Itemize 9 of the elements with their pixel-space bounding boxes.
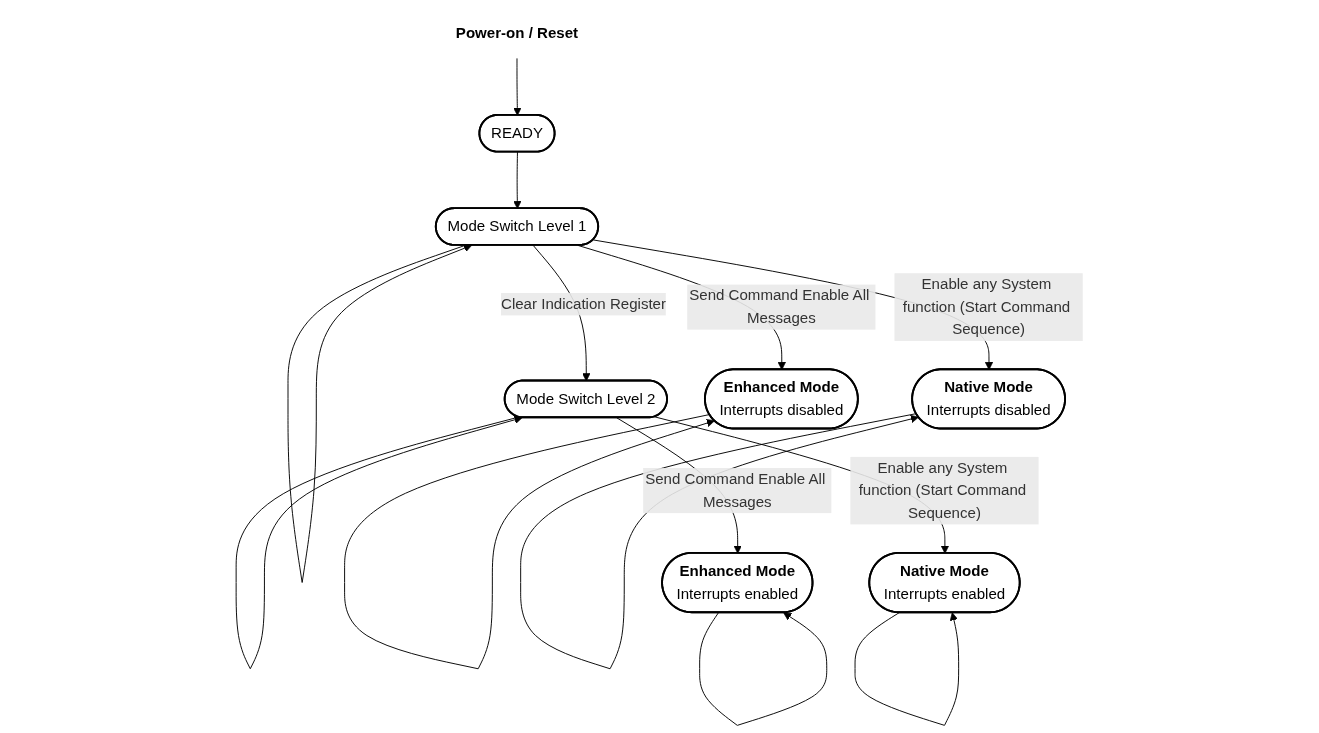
arrow: [344, 414, 715, 670]
edge-label: Send Command Enable All Messages: [645, 470, 826, 510]
edge-label: Enable any System function (Start Command Sequence): [902, 275, 1071, 338]
arrow: [520, 413, 919, 670]
arrow: [235, 415, 523, 670]
edge-label: Send Command Enable All Messages: [689, 287, 870, 326]
edge-label: Clear Indication Register: [501, 295, 667, 312]
edge-label: Enable any System function (Start Command Sequence): [858, 459, 1027, 521]
node-text: Power-on / Reset: [455, 24, 579, 41]
